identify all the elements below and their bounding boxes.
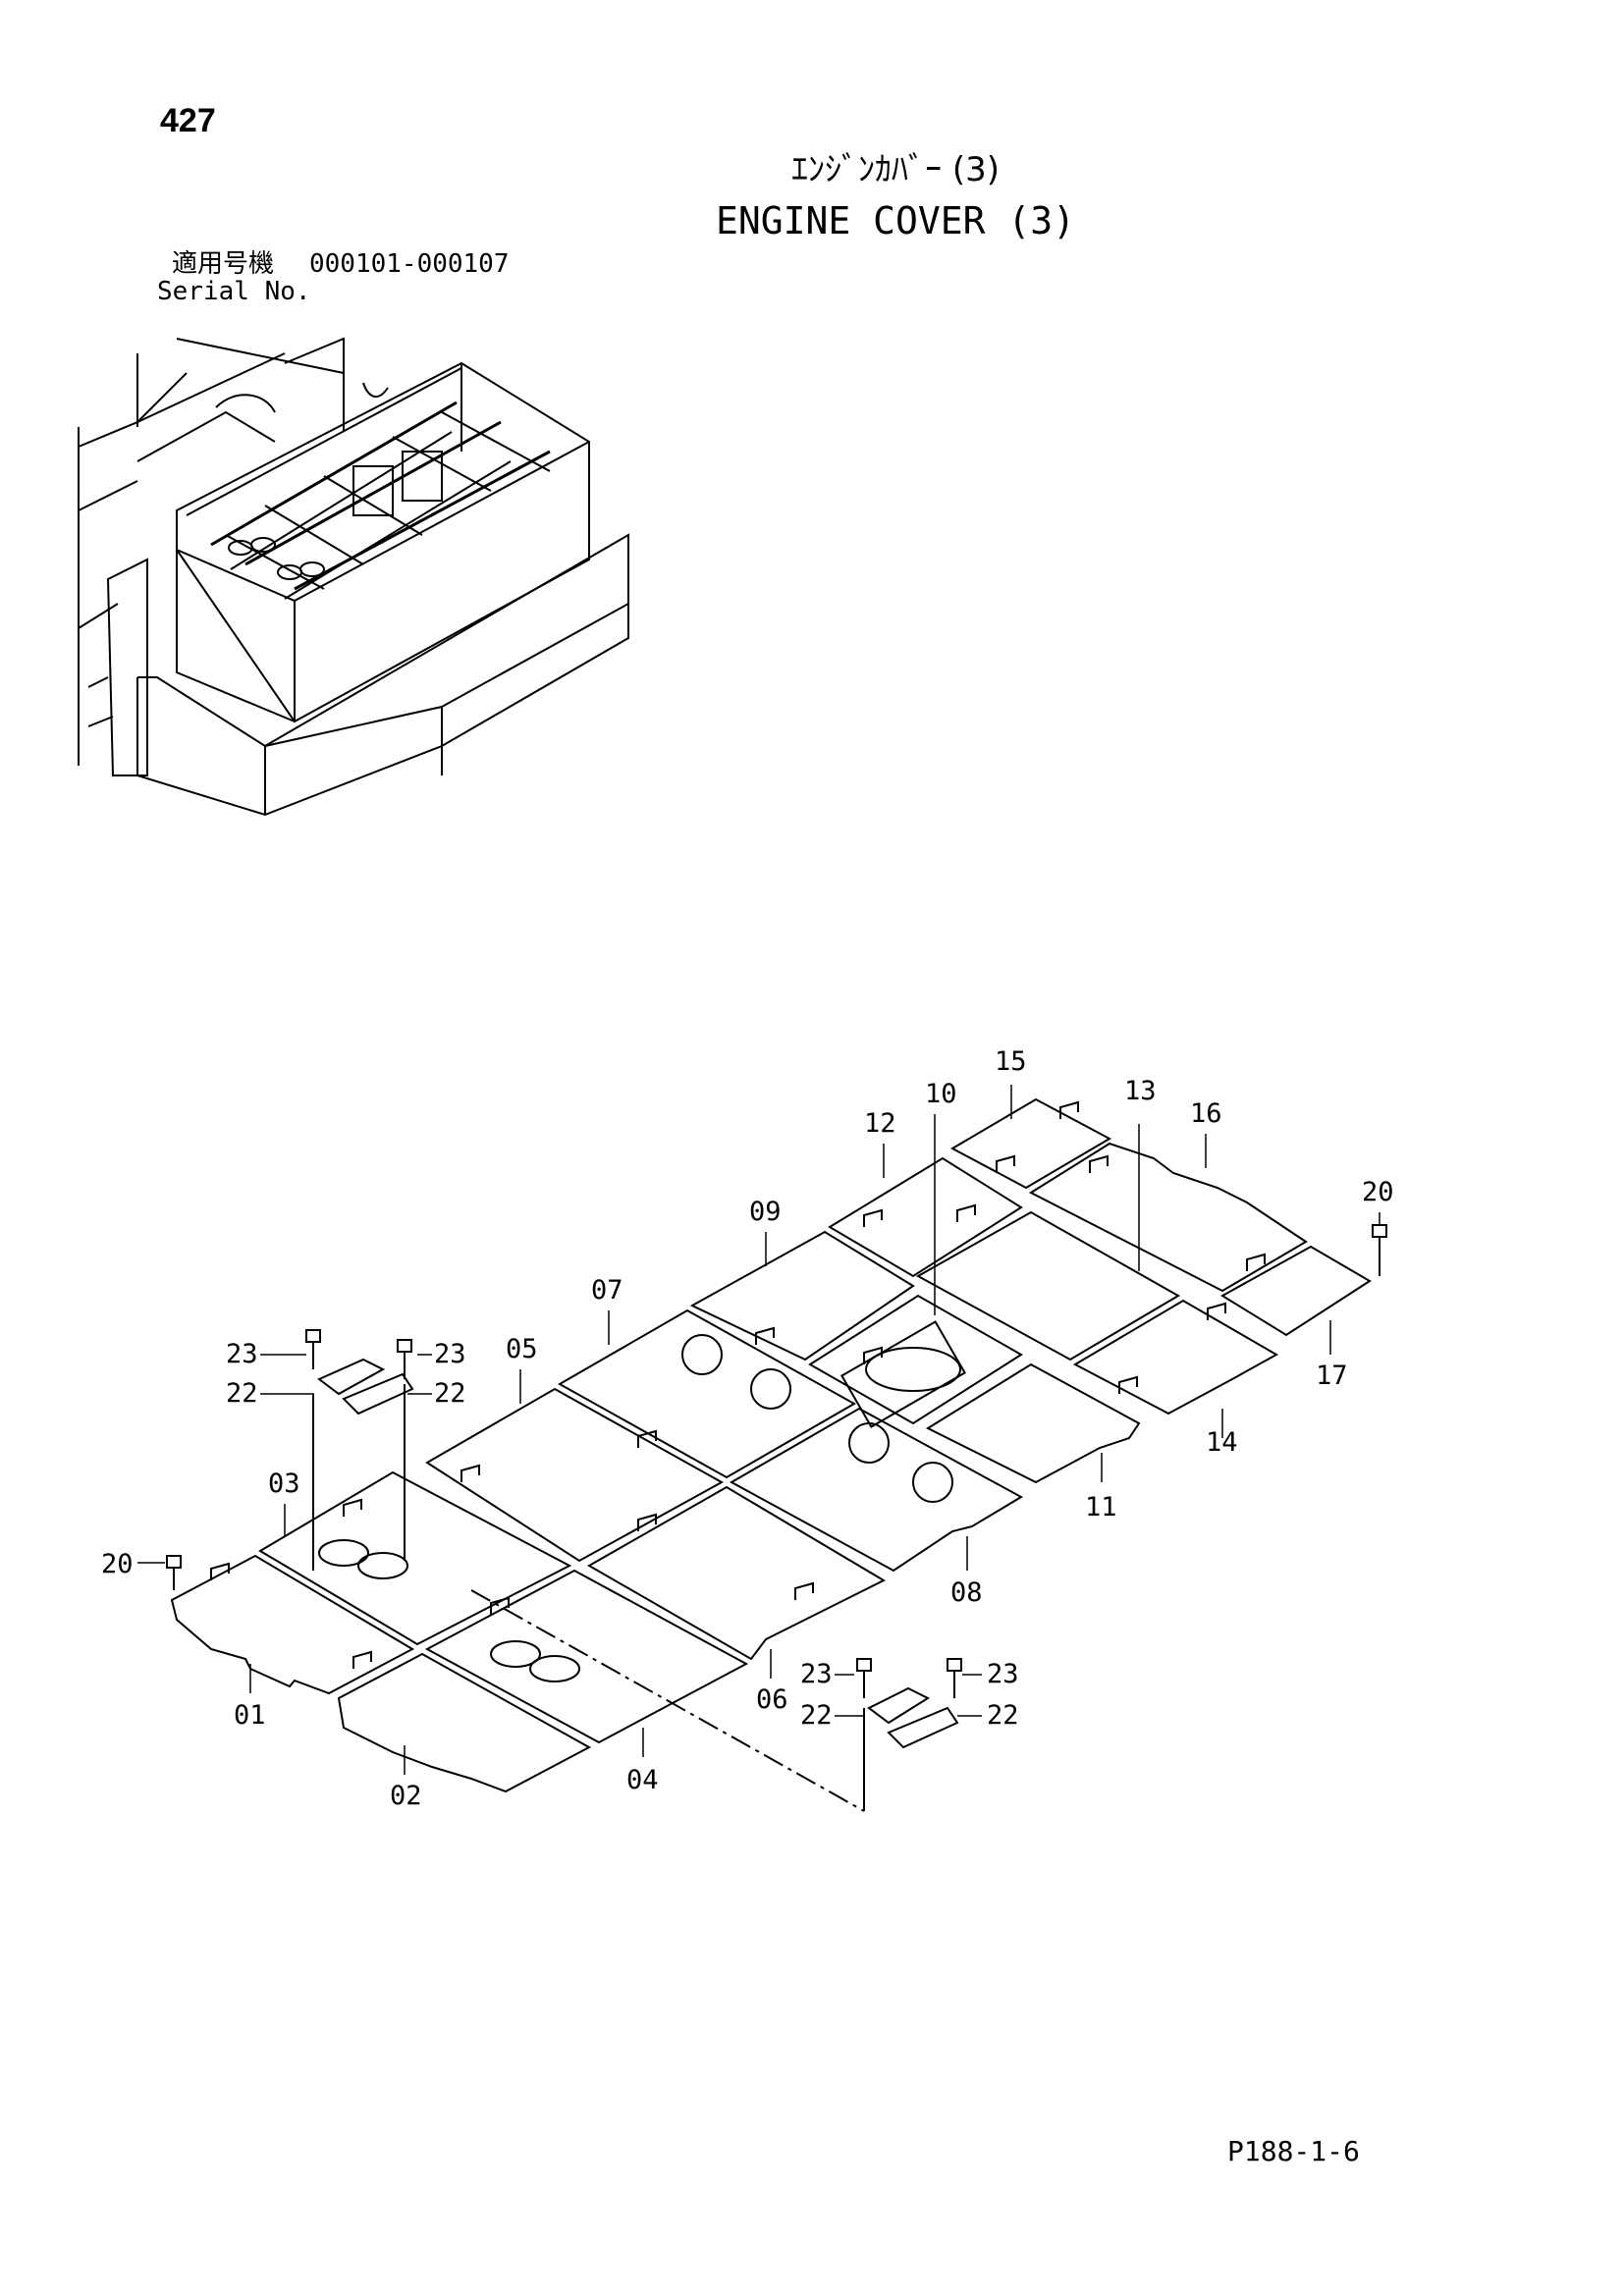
title-english: ENGINE COVER (3) bbox=[715, 199, 1076, 242]
panel-15 bbox=[949, 1097, 1112, 1190]
callout-22-lower-left: 22 bbox=[800, 1700, 833, 1731]
callout-10: 10 bbox=[925, 1079, 957, 1109]
callout-13: 13 bbox=[1124, 1076, 1157, 1106]
panel-09 bbox=[689, 1230, 915, 1362]
callout-22-upper-left: 22 bbox=[226, 1378, 258, 1409]
callout-23-upper-left: 23 bbox=[226, 1339, 258, 1369]
callout-15: 15 bbox=[995, 1046, 1027, 1077]
callout-07: 07 bbox=[591, 1275, 623, 1306]
serial-label-japanese: 適用号機 bbox=[172, 249, 275, 279]
callout-04: 04 bbox=[626, 1765, 659, 1795]
callout-08: 08 bbox=[950, 1577, 983, 1608]
callout-23-upper-right: 23 bbox=[434, 1339, 466, 1369]
serial-label-english: Serial No. bbox=[157, 277, 311, 306]
callout-06: 06 bbox=[756, 1684, 788, 1715]
hardware bbox=[166, 1224, 1387, 1811]
panel-12 bbox=[828, 1156, 1023, 1278]
serial-range: 000101-000107 bbox=[309, 249, 510, 279]
callout-20-right: 20 bbox=[1362, 1177, 1394, 1207]
callout-03: 03 bbox=[268, 1468, 300, 1499]
footer-code: P188-1-6 bbox=[1227, 2135, 1360, 2167]
panel-01 bbox=[170, 1554, 415, 1695]
callout-14: 14 bbox=[1206, 1427, 1238, 1458]
panel-14 bbox=[1072, 1299, 1279, 1415]
callout-22-upper-right: 22 bbox=[434, 1378, 466, 1409]
callout-01: 01 bbox=[234, 1700, 266, 1731]
callout-23-lower-right: 23 bbox=[987, 1659, 1019, 1689]
title-japanese: ｴﾝｼﾞﾝｶﾊﾞｰ (3) bbox=[791, 150, 1000, 189]
panel-07 bbox=[557, 1308, 857, 1479]
panel-02 bbox=[337, 1652, 592, 1793]
callout-02: 02 bbox=[390, 1781, 422, 1811]
callout-23-lower-left: 23 bbox=[800, 1659, 833, 1689]
callout-20-left: 20 bbox=[101, 1549, 134, 1579]
panel-16 bbox=[1028, 1142, 1308, 1293]
leader-lines bbox=[137, 1085, 1380, 1775]
panel-03 bbox=[258, 1470, 572, 1646]
panel-17 bbox=[1220, 1245, 1372, 1337]
callout-05: 05 bbox=[506, 1334, 538, 1364]
panel-11 bbox=[925, 1362, 1141, 1484]
panel-06 bbox=[586, 1485, 887, 1661]
callout-17: 17 bbox=[1316, 1361, 1348, 1391]
engine-cover-panels bbox=[170, 1097, 1372, 1812]
panel-05 bbox=[425, 1387, 725, 1563]
callout-22-lower-right: 22 bbox=[987, 1700, 1019, 1731]
callout-labels: 01 02 03 04 05 06 07 08 09 10 11 12 13 1… bbox=[101, 1046, 1394, 1811]
panel-10 bbox=[808, 1294, 1023, 1425]
panel-04 bbox=[424, 1569, 749, 1744]
overview-machine-sketch bbox=[78, 337, 629, 817]
callout-11: 11 bbox=[1085, 1492, 1117, 1522]
callout-16: 16 bbox=[1190, 1098, 1222, 1129]
panel-08 bbox=[729, 1407, 1024, 1573]
callout-09: 09 bbox=[749, 1197, 782, 1227]
panel-13 bbox=[915, 1210, 1180, 1362]
page-number: 427 bbox=[160, 102, 216, 139]
callout-12: 12 bbox=[864, 1108, 896, 1139]
